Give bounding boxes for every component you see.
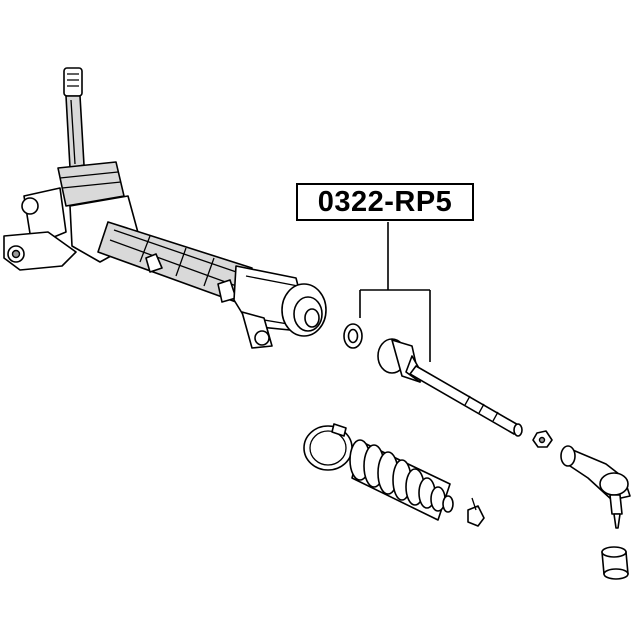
outer-tie-rod-end xyxy=(560,445,631,529)
snap-ring xyxy=(343,323,363,349)
inner-tie-rod xyxy=(377,338,523,437)
rack-tube xyxy=(97,221,253,303)
steering-rack-assembly xyxy=(3,67,327,349)
boot-clamp xyxy=(303,423,353,471)
lock-nut xyxy=(532,430,553,448)
part-number-leader xyxy=(359,222,431,362)
dust-cap xyxy=(601,546,629,580)
boot-clip xyxy=(467,497,485,527)
input-shaft xyxy=(63,67,85,169)
rack-end-housing xyxy=(233,265,327,349)
mounting-bracket xyxy=(3,231,77,271)
rack-boot xyxy=(349,439,454,521)
part-number-text: 0322-RP5 xyxy=(317,185,453,218)
part-number-label: 0322-RP5 xyxy=(296,183,474,221)
